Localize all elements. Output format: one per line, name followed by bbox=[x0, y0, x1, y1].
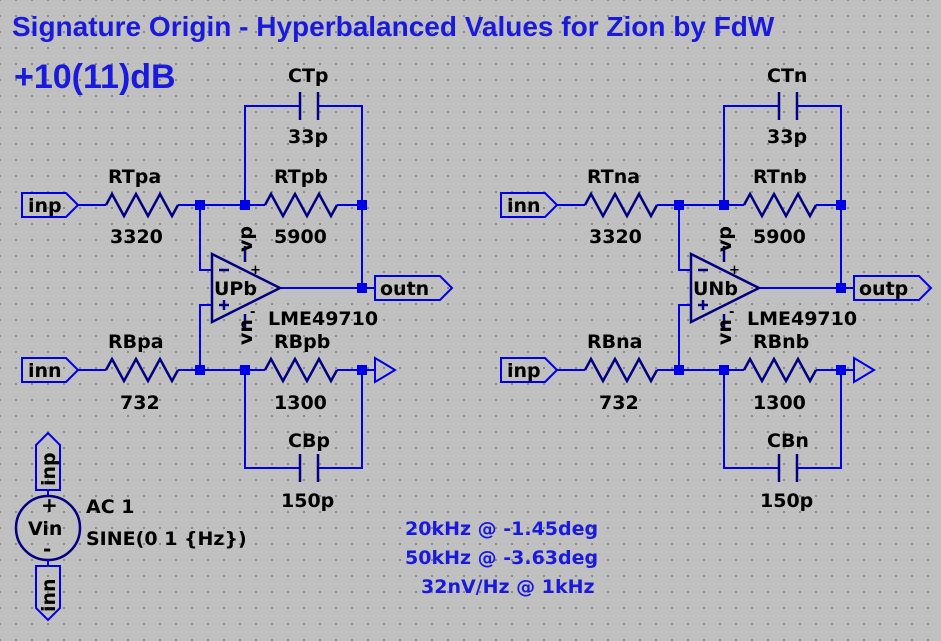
capacitor-cbn bbox=[777, 454, 799, 482]
net-flag-outn bbox=[374, 275, 454, 301]
component-value: 732 bbox=[599, 392, 639, 414]
component-value: 150p bbox=[281, 490, 334, 512]
component-name: CBn bbox=[767, 430, 809, 452]
svg-text:-: - bbox=[43, 537, 51, 561]
resistor-rbpa bbox=[104, 356, 180, 384]
note-line: 32nV/Hz @ 1kHz bbox=[421, 576, 595, 598]
capacitor-cbp bbox=[298, 454, 320, 482]
ground-ref-icon bbox=[374, 356, 397, 384]
net-flag-inn-right bbox=[500, 192, 559, 218]
pin-label-vn: vn bbox=[714, 319, 736, 345]
notes: 20kHz @ -1.45deg 50kHz @ -3.63deg 32nV/H… bbox=[405, 518, 598, 598]
component-value: 732 bbox=[120, 392, 160, 414]
component-value: 3320 bbox=[110, 226, 163, 248]
source-sine: SINE(0 1 {Hz}) bbox=[86, 528, 247, 550]
note-line: 20kHz @ -1.45deg bbox=[405, 518, 598, 540]
source-name: Vin bbox=[28, 518, 62, 540]
component-value: 5900 bbox=[753, 226, 806, 248]
source-ac: AC 1 bbox=[86, 496, 134, 518]
net-flag-inp-source bbox=[35, 431, 61, 491]
component-name: RTpb bbox=[274, 166, 328, 188]
net-flag-inn-source bbox=[35, 565, 61, 622]
component-value: 1300 bbox=[274, 392, 327, 414]
net-flag-outp bbox=[853, 275, 933, 301]
net-flag-inp-left bbox=[21, 192, 80, 218]
opamp-upb bbox=[210, 251, 283, 325]
component-name: RBpb bbox=[274, 331, 330, 353]
note-line: 50kHz @ -3.63deg bbox=[405, 547, 598, 569]
schematic-title: Signature Origin - Hyperbalanced Values … bbox=[12, 11, 775, 42]
resistor-rtna bbox=[583, 191, 659, 219]
component-name: RTna bbox=[587, 166, 640, 188]
component-name: CBp bbox=[288, 430, 330, 452]
left-circuit: + - inp inn outn RTpa 3320 RTpb 5900 CTp… bbox=[21, 65, 454, 512]
net-label: inp bbox=[507, 360, 541, 382]
svg-text:+: + bbox=[729, 263, 740, 278]
net-label: inp bbox=[28, 195, 62, 217]
pin-label-vn: vn bbox=[235, 319, 257, 345]
pin-label-vp: vp bbox=[235, 226, 257, 252]
resistor-rbna bbox=[583, 356, 659, 384]
component-name: RTpa bbox=[108, 166, 161, 188]
opamp-model: LME49710 bbox=[268, 308, 378, 330]
svg-text:-: - bbox=[250, 305, 255, 320]
net-label: inp bbox=[38, 452, 60, 486]
component-name: RBnb bbox=[753, 331, 809, 353]
right-circuit: + - inn inp outp RTna 3320 RTnb 5900 CTn… bbox=[500, 65, 933, 512]
opamp-name: UPb bbox=[214, 278, 257, 300]
net-label: inn bbox=[38, 578, 60, 612]
component-name: CTn bbox=[767, 65, 807, 87]
opamp-name: UNb bbox=[693, 278, 738, 300]
net-flag-inp-right bbox=[500, 357, 559, 383]
resistor-rtpa bbox=[104, 191, 180, 219]
component-value: 3320 bbox=[589, 226, 642, 248]
component-name: RBpa bbox=[108, 331, 164, 353]
capacitor-ctp bbox=[298, 92, 320, 120]
component-name: CTp bbox=[288, 65, 329, 87]
net-label: inn bbox=[28, 360, 62, 382]
svg-text:+: + bbox=[41, 493, 58, 517]
opamp-model: LME49710 bbox=[747, 308, 857, 330]
gain-label: +10(11)dB bbox=[14, 58, 176, 96]
svg-text:+: + bbox=[250, 263, 261, 278]
component-value: 33p bbox=[767, 126, 807, 148]
capacitor-ctn bbox=[777, 92, 799, 120]
component-value: 5900 bbox=[274, 226, 327, 248]
resistor-rtnb bbox=[742, 191, 818, 219]
resistor-rbpb bbox=[263, 356, 339, 384]
resistor-rtpb bbox=[263, 191, 339, 219]
svg-text:-: - bbox=[729, 305, 734, 320]
net-label: outn bbox=[380, 278, 429, 300]
net-flag-inn-left bbox=[21, 357, 80, 383]
component-name: RBna bbox=[587, 331, 642, 353]
voltage-source: inp + - Vin inn AC 1 SINE(0 1 {Hz}) bbox=[14, 431, 247, 622]
resistor-rbnb bbox=[742, 356, 818, 384]
pin-label-vp: vp bbox=[714, 226, 736, 252]
component-value: 150p bbox=[760, 490, 813, 512]
component-name: RTnb bbox=[753, 166, 807, 188]
opamp-unb bbox=[689, 251, 762, 325]
component-value: 1300 bbox=[753, 392, 806, 414]
net-label: inn bbox=[507, 195, 541, 217]
component-value: 33p bbox=[288, 126, 328, 148]
net-label: outp bbox=[859, 278, 908, 300]
ground-ref-icon bbox=[853, 356, 876, 384]
